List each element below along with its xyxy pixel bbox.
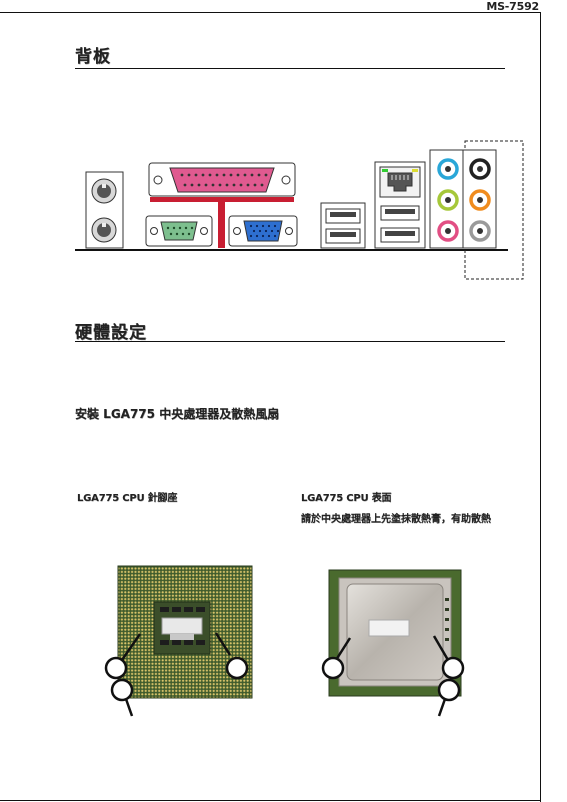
section-rule-back-panel [75,68,505,69]
audio-jack-icon [437,189,459,211]
cpu-surface-image [328,569,462,697]
audio-jack-icon [469,189,491,211]
header-rule [0,12,541,13]
page-right-border [540,12,541,802]
usb-port-icon [325,208,361,224]
audio-jack-icon [469,158,491,180]
section-title-back-panel: 背板 [75,47,111,67]
model-number: MS-7592 [486,0,539,13]
audio-jack-icon [437,220,459,242]
usb-port-icon [380,227,420,243]
usb-ports-left [320,202,366,249]
usb-port-icon [325,228,361,244]
ps2-ports [85,171,124,249]
lan-usb-stack [374,161,426,249]
parallel-port-icon [148,162,296,197]
vga-port-icon [228,215,298,247]
section-rule-hardware [75,341,505,342]
serial-port-icon [145,215,213,247]
footer-rule [0,800,541,801]
note-thermal-paste: 請於中央處理器上先塗抹散熱膏，有助散熱 [301,514,491,525]
ps2-mouse-port-icon [91,178,117,204]
alignment-key-icon [321,635,465,717]
alignment-key-icon [104,632,249,717]
usb-port-icon [380,205,420,221]
audio-jack-icon [437,158,459,180]
audio-jack-icon [469,220,491,242]
ps2-keyboard-port-icon [91,217,117,243]
caption-cpu-surface: LGA775 CPU 表面 [301,493,392,504]
section-title-hardware: 硬體設定 [75,323,147,343]
caption-cpu-socket: LGA775 CPU 針腳座 [77,493,178,504]
lan-port-icon [379,166,421,198]
subsection-title-cpu-install: 安裝 LGA775 中央處理器及散熱風扇 [75,407,280,421]
audio-jacks [429,149,497,249]
